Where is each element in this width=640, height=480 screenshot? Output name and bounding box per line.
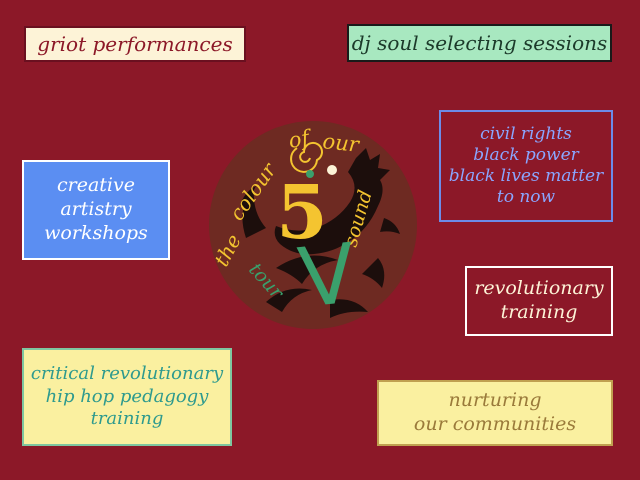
nurturing-communities-box: nurturing our communities bbox=[377, 380, 613, 446]
spiral-icon bbox=[290, 141, 323, 173]
white-dot bbox=[327, 165, 337, 175]
creative-line: creative bbox=[57, 174, 135, 197]
logo-numeral-5: 5 bbox=[276, 170, 328, 256]
our-communities-line: our communities bbox=[413, 413, 577, 435]
creative-artistry-box: creative artistry workshops bbox=[22, 160, 170, 260]
griot-performances-label: griot performances bbox=[37, 31, 233, 56]
civil-rights-line: civil rights bbox=[480, 123, 572, 144]
black-lives-matter-line: black lives matter bbox=[448, 166, 604, 186]
training-line: training bbox=[500, 301, 578, 323]
critical-revolutionary-line: critical revolutionary bbox=[30, 363, 224, 385]
to-now-line: to now bbox=[496, 187, 556, 208]
revolutionary-line: revolutionary bbox=[474, 277, 604, 300]
dj-soul-sessions-box: dj soul selecting sessions bbox=[347, 24, 612, 62]
logo-mark-v: V bbox=[294, 226, 360, 326]
critical-pedagogy-box: critical revolutionary hip hop pedagogy … bbox=[22, 348, 232, 446]
dj-soul-sessions-label: dj soul selecting sessions bbox=[351, 30, 608, 55]
workshops-line: workshops bbox=[44, 221, 148, 244]
artistry-line: artistry bbox=[60, 198, 132, 221]
logo-word-our: our bbox=[321, 129, 361, 157]
critical-training-line: training bbox=[90, 408, 164, 430]
nurturing-line: nurturing bbox=[448, 389, 542, 412]
griot-performances-box: griot performances bbox=[24, 26, 246, 62]
hip-hop-pedagogy-line: hip hop pedagogy bbox=[45, 385, 209, 407]
civil-rights-box: civil rights black power black lives mat… bbox=[439, 110, 613, 222]
black-power-line: black power bbox=[473, 144, 579, 165]
green-dot bbox=[306, 170, 314, 178]
rooster-silhouette-icon bbox=[240, 148, 400, 318]
colour-of-our-sound-tour-logo: the colour of our sound tour 5 V bbox=[209, 121, 417, 329]
revolutionary-training-box: revolutionary training bbox=[465, 266, 613, 336]
